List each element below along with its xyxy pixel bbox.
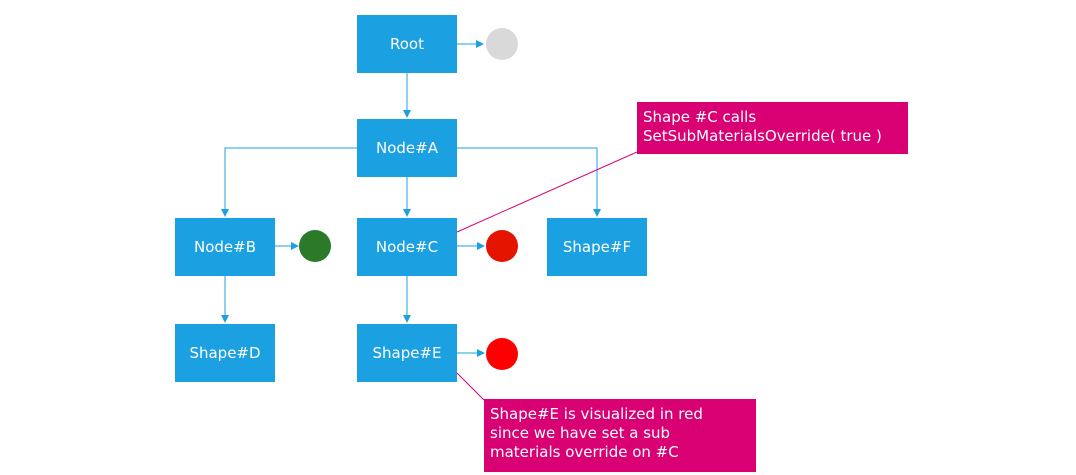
node-a: Node#A: [357, 119, 457, 177]
node-b-material-dot: [299, 230, 331, 262]
callout-leader-shape-e: [456, 372, 485, 401]
node-c-material-dot: [486, 230, 518, 262]
callout-node-c: Shape #C calls SetSubMaterialsOverride( …: [637, 102, 908, 154]
callout-leader-node-c: [456, 151, 638, 233]
node-c: Node#C: [357, 218, 457, 276]
node-b: Node#B: [175, 218, 275, 276]
node-root: Root: [357, 15, 457, 73]
shape-f: Shape#F: [547, 218, 647, 276]
callout-shape-e: Shape#E is visualized in red since we ha…: [484, 399, 756, 472]
root-material-dot: [486, 28, 518, 60]
edge-node-a-to-shape-f: [457, 147, 601, 217]
shape-e: Shape#E: [357, 324, 457, 382]
shape-d: Shape#D: [175, 324, 275, 382]
shape-e-material-dot: [486, 338, 518, 370]
edge-node-a-to-node-b: [221, 147, 357, 217]
